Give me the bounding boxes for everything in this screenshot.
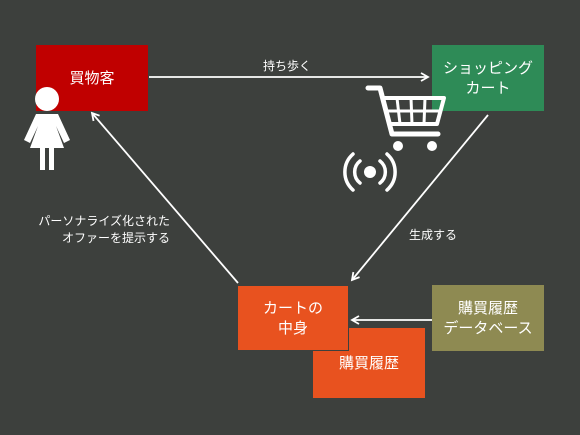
- node-cart-contents-label: カートの 中身: [262, 298, 323, 337]
- edge-label-generate: 生成する: [409, 228, 458, 242]
- arrow-offer: [90, 111, 239, 284]
- node-shopping-cart: ショッピング カート: [432, 45, 544, 111]
- node-database: 購買履歴 データベース: [432, 285, 544, 351]
- person-icon: [24, 87, 70, 170]
- wireless-signal-icon: [343, 152, 397, 192]
- node-cart-label: ショッピング カート: [442, 58, 533, 97]
- node-db-label: 購買履歴 データベース: [443, 298, 533, 337]
- arrow-generate: [350, 114, 489, 282]
- node-cart-contents: カートの 中身: [237, 285, 349, 351]
- node-shopper-label: 買物客: [69, 68, 115, 87]
- shopping-cart-icon: [365, 85, 446, 151]
- node-purchase-history-label: 購買履歴: [338, 353, 399, 372]
- edge-label-carry: 持ち歩く: [263, 59, 312, 73]
- edge-label-offer: パーソナライズ化された オファーを提示する: [38, 214, 170, 245]
